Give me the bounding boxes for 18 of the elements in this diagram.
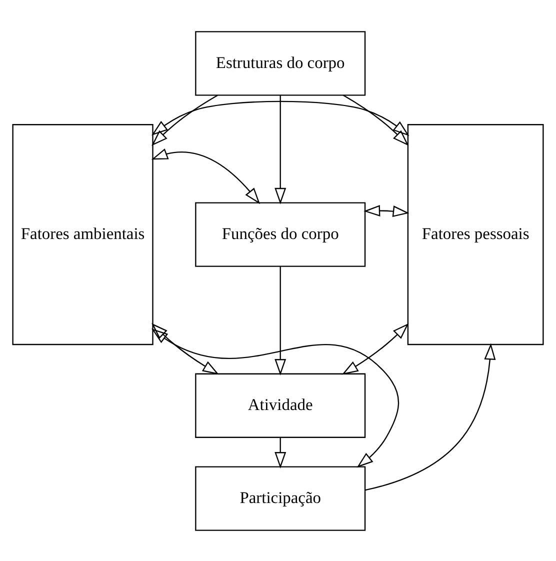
arrow	[343, 94, 409, 146]
arrow	[365, 342, 496, 490]
node-box: Funções do corpo	[195, 202, 366, 266]
node-box: Estruturas do corpo	[195, 30, 366, 96]
node-box: Atividade	[195, 372, 366, 438]
arrow	[151, 148, 260, 204]
node-box: Participação	[195, 466, 366, 530]
arrow	[274, 266, 286, 375]
arrow	[152, 328, 400, 468]
arrow	[364, 204, 410, 217]
arrow	[274, 95, 286, 204]
arrow	[152, 94, 218, 146]
arrow	[274, 436, 286, 468]
node-box: Fatores ambientais	[12, 124, 154, 345]
arrow	[152, 100, 410, 136]
node-box: Fatores pessoais	[407, 124, 544, 345]
arrow	[342, 322, 409, 374]
arrow	[152, 322, 220, 374]
